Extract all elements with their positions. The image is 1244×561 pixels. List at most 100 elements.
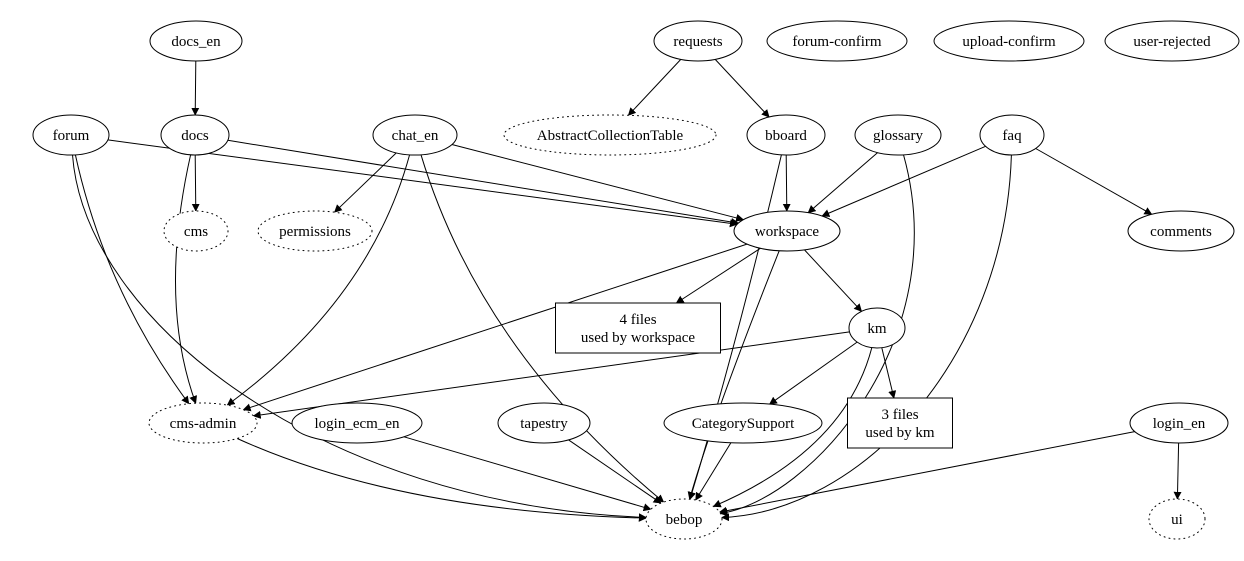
edge-docs-cms xyxy=(191,154,200,212)
node-label-AbstractCollectionTable: AbstractCollectionTable xyxy=(537,128,684,144)
node-label-tapestry: tapestry xyxy=(520,416,568,432)
node-faq: faq xyxy=(979,114,1045,156)
node-cms: cms xyxy=(163,210,229,252)
node-label-requests: requests xyxy=(673,34,722,50)
edge-km-files3 xyxy=(881,347,897,399)
node-forum-confirm: forum-confirm xyxy=(766,20,908,62)
node-label-comments: comments xyxy=(1150,224,1212,240)
node-requests: requests xyxy=(653,20,743,62)
node-label-login_en: login_en xyxy=(1153,416,1206,432)
edge-chat_en-workspace xyxy=(451,144,745,222)
node-workspace: workspace xyxy=(733,210,841,252)
edge-workspace-cms-admin xyxy=(242,243,748,412)
node-label-docs: docs xyxy=(181,128,209,144)
node-ellipse-glossary xyxy=(854,114,942,156)
node-ui: ui xyxy=(1148,498,1206,540)
edge-docs-workspace xyxy=(227,139,740,226)
edge-glossary-workspace xyxy=(807,152,878,214)
node-ellipse-chat_en xyxy=(372,114,458,156)
nodes-layer: docs_en requests forum-confirm upload-confi… xyxy=(32,20,1240,540)
node-docs: docs xyxy=(160,114,230,156)
node-label-forum-confirm: forum-confirm xyxy=(792,34,881,50)
edge-workspace-bebop xyxy=(687,250,780,500)
node-user-rejected: user-rejected xyxy=(1104,20,1240,62)
node-chat_en: chat_en xyxy=(372,114,458,156)
node-label-chat_en: chat_en xyxy=(392,128,439,144)
node-ellipse-login_en xyxy=(1129,402,1229,444)
node-label-login_ecm_en: login_ecm_en xyxy=(315,416,400,432)
node-ellipse-forum-confirm xyxy=(766,20,908,62)
node-docs_en: docs_en xyxy=(149,20,243,62)
edge-km-cms-admin xyxy=(252,331,850,419)
edge-login_en-bebop xyxy=(718,431,1135,515)
node-label-user-rejected: user-rejected xyxy=(1133,34,1211,50)
node-ellipse-bboard xyxy=(746,114,826,156)
edge-login_ecm_en-bebop xyxy=(403,436,652,512)
edge-forum-bebop xyxy=(72,154,647,522)
node-forum: forum xyxy=(32,114,110,156)
node-label-cms-admin: cms-admin xyxy=(170,416,237,432)
node-label-forum: forum xyxy=(53,128,90,144)
node-label-CategorySupport: CategorySupport xyxy=(692,416,795,432)
node-ellipse-CategorySupport xyxy=(663,402,823,444)
node-CategorySupport: CategorySupport xyxy=(663,402,823,444)
edge-km-bebop xyxy=(712,347,873,508)
node-ellipse-comments xyxy=(1127,210,1235,252)
edge-cms-admin-bebop xyxy=(236,438,647,522)
edges-layer xyxy=(72,59,1182,522)
node-cms-admin: cms-admin xyxy=(148,402,258,444)
node-label-faq: faq xyxy=(1002,128,1022,144)
node-ellipse-faq xyxy=(979,114,1045,156)
node-box-files3 xyxy=(847,397,953,449)
node-label-km: km xyxy=(867,321,887,337)
edge-forum-workspace xyxy=(107,139,738,228)
node-ellipse-AbstractCollectionTable xyxy=(503,114,717,156)
edge-tapestry-bebop xyxy=(568,439,662,504)
node-comments: comments xyxy=(1127,210,1235,252)
node-ellipse-requests xyxy=(653,20,743,62)
node-ellipse-forum xyxy=(32,114,110,156)
node-label-permissions: permissions xyxy=(279,224,351,240)
edge-chat_en-bebop xyxy=(420,154,665,503)
edge-faq-workspace xyxy=(821,145,986,217)
node-ellipse-user-rejected xyxy=(1104,20,1240,62)
edge-km-CategorySupport xyxy=(768,341,858,405)
edge-bboard-workspace xyxy=(782,154,791,212)
node-tapestry: tapestry xyxy=(497,402,591,444)
node-bebop: bebop xyxy=(645,498,723,540)
edge-chat_en-permissions xyxy=(334,152,397,213)
node-bboard: bboard xyxy=(746,114,826,156)
node-label-bebop: bebop xyxy=(666,512,703,528)
node-label-ui: ui xyxy=(1171,512,1183,528)
node-upload-confirm: upload-confirm xyxy=(933,20,1085,62)
node-box-files4 xyxy=(555,302,721,354)
node-label-glossary: glossary xyxy=(873,128,923,144)
node-ellipse-workspace xyxy=(733,210,841,252)
node-label-workspace: workspace xyxy=(755,224,819,240)
node-ellipse-docs xyxy=(160,114,230,156)
node-ellipse-permissions xyxy=(257,210,373,252)
node-ellipse-docs_en xyxy=(149,20,243,62)
edge-faq-comments xyxy=(1035,148,1153,215)
node-ellipse-bebop xyxy=(645,498,723,540)
edge-docs-cms-admin xyxy=(175,154,197,404)
node-ellipse-km xyxy=(848,307,906,349)
edge-login_en-ui xyxy=(1173,442,1182,500)
edge-workspace-files4 xyxy=(675,247,761,304)
node-login_en: login_en xyxy=(1129,402,1229,444)
node-AbstractCollectionTable: AbstractCollectionTable xyxy=(503,114,717,156)
node-ellipse-login_ecm_en xyxy=(291,402,423,444)
node-glossary: glossary xyxy=(854,114,942,156)
node-ellipse-cms xyxy=(163,210,229,252)
node-ellipse-cms-admin xyxy=(148,402,258,444)
node-login_ecm_en: login_ecm_en xyxy=(291,402,423,444)
edge-requests-AbstractCollectionTable xyxy=(627,59,682,116)
edge-workspace-km xyxy=(804,249,863,312)
node-ellipse-tapestry xyxy=(497,402,591,444)
